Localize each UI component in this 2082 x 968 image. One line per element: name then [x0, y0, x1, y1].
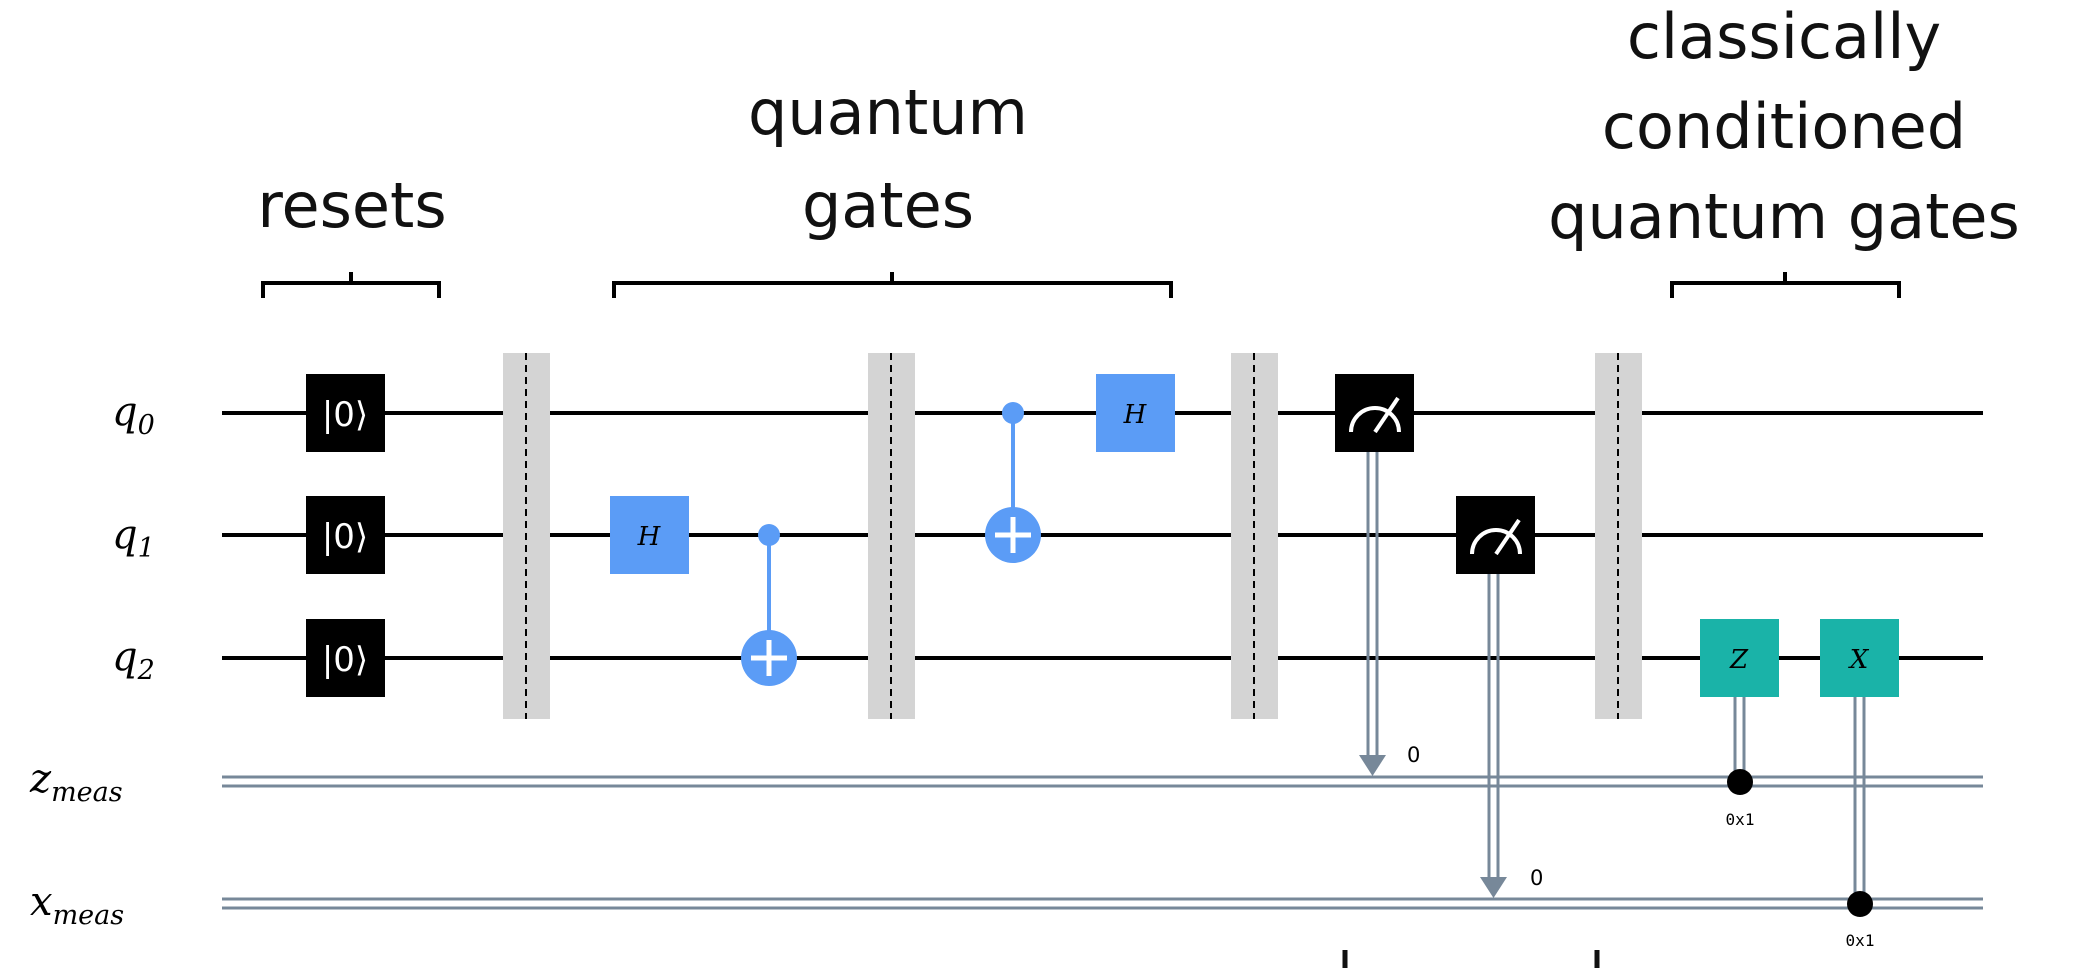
- annotation-quantum-gates-line-2: gates: [802, 169, 974, 242]
- meter-icon: [1349, 406, 1401, 433]
- annotation-resets: resets: [257, 169, 447, 298]
- annotation-quantum-gates-bracket: [612, 272, 1173, 298]
- reset-gate-q2: |0⟩: [306, 619, 385, 697]
- annotation-classically-conditioned: classically conditioned quantum gates: [1548, 0, 2020, 298]
- meter-icon: [1470, 528, 1522, 555]
- condition-value: 0x1: [1726, 810, 1755, 829]
- cnot-control-dot: [758, 524, 780, 546]
- annotation-classical-bracket: [1670, 272, 1901, 298]
- classical-wire-xmeas: [222, 897, 1983, 910]
- wire-label-q2: q2: [112, 634, 155, 686]
- wire-label-q1: q1: [112, 512, 155, 564]
- wire-label-q0: q0: [112, 389, 155, 441]
- cropped-text-fragment: [1342, 950, 1600, 968]
- barrier-1: [503, 353, 550, 719]
- condition-dot: [1727, 769, 1753, 795]
- h-gate-q0: H: [1096, 374, 1175, 452]
- annotation-classical-line-3: quantum gates: [1548, 180, 2020, 253]
- h-gate-q1: H: [610, 496, 689, 574]
- reset-gate-q0: |0⟩: [306, 374, 385, 452]
- annotation-classical-line-2: conditioned: [1602, 90, 1966, 163]
- cnot-q1-q2: [741, 524, 797, 686]
- svg-text:X: X: [1848, 645, 1870, 675]
- conditioned-z-gate: Z 0x1: [1700, 619, 1779, 829]
- annotation-resets-bracket: [261, 272, 441, 298]
- classical-wire-zmeas: [222, 775, 1983, 788]
- annotation-quantum-gates: quantum gates: [612, 76, 1173, 298]
- barrier-3: [1231, 353, 1278, 719]
- condition-dot: [1847, 891, 1873, 917]
- measure-bit-index: 0: [1407, 743, 1420, 767]
- svg-text:Z: Z: [1729, 645, 1749, 675]
- wire-label-zmeas: zmeas: [29, 756, 123, 808]
- barrier-4: [1595, 353, 1642, 719]
- conditioned-x-gate: X 0x1: [1820, 619, 1899, 950]
- cnot-q0-q1: [985, 402, 1041, 563]
- measure-q0: 0: [1335, 374, 1420, 776]
- measure-arrow: [1480, 877, 1507, 898]
- wire-label-xmeas: xmeas: [30, 879, 124, 931]
- svg-text:|0⟩: |0⟩: [322, 517, 368, 557]
- svg-text:|0⟩: |0⟩: [322, 640, 368, 680]
- annotation-resets-line-1: resets: [257, 169, 446, 242]
- annotation-quantum-gates-line-1: quantum: [748, 76, 1028, 149]
- reset-gate-q1: |0⟩: [306, 496, 385, 574]
- measure-q1: 0: [1456, 496, 1543, 898]
- condition-value: 0x1: [1846, 931, 1875, 950]
- svg-text:H: H: [637, 522, 662, 552]
- cnot-control-dot: [1002, 402, 1024, 424]
- measure-bit-index: 0: [1530, 866, 1543, 890]
- annotation-classical-line-1: classically: [1627, 0, 1941, 73]
- barrier-2: [868, 353, 915, 719]
- svg-text:|0⟩: |0⟩: [322, 395, 368, 435]
- measure-arrow: [1359, 755, 1386, 776]
- svg-text:H: H: [1123, 400, 1148, 430]
